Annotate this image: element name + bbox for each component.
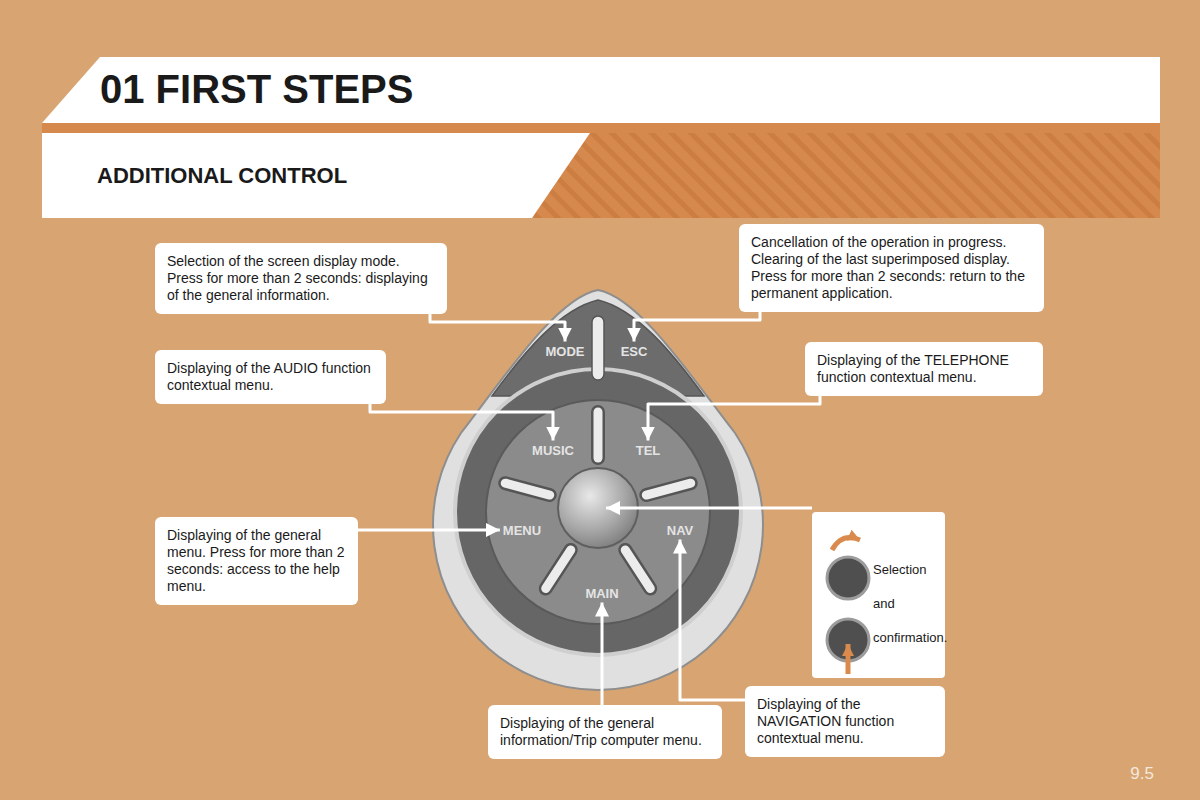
callout-box: Displaying of the general information/Tr… (488, 705, 722, 759)
node-text: TEL (636, 443, 661, 458)
connector-arrow (648, 396, 820, 441)
press-arrow (846, 644, 851, 674)
spoke (505, 483, 549, 495)
connector-arrow (601, 603, 604, 706)
spoke (594, 412, 603, 458)
node-text: Selection of the screen display mode. Pr… (167, 253, 437, 304)
node-text: ESC (621, 344, 648, 359)
controller (433, 290, 763, 690)
spoke-outline (505, 483, 549, 495)
node-text: Selection (873, 562, 941, 578)
node-text: Displaying of the general information/Tr… (500, 715, 712, 749)
button-label: NAV (664, 521, 696, 540)
connector-arrow (430, 314, 565, 342)
title-band (42, 57, 1160, 123)
page-number: 9.5 (1130, 764, 1154, 784)
callout-box: Displaying of the general menu. Press fo… (155, 517, 358, 605)
knob-icons (812, 512, 872, 678)
callout-box: Cancellation of the operation in progres… (739, 224, 1044, 312)
node-text: Displaying of the AUDIO function context… (167, 360, 376, 394)
stripe-band (42, 123, 1160, 218)
node-text: MODE (546, 344, 585, 359)
spoke-outline (591, 412, 605, 458)
spoke (646, 483, 690, 495)
button-label: ESC (618, 342, 651, 361)
connector-arrow (370, 404, 553, 441)
callout-box: Displaying of the AUDIO function context… (155, 350, 386, 404)
spoke-outline (625, 550, 650, 589)
node-text: ADDITIONAL CONTROL (97, 163, 590, 189)
turn-arrow (832, 538, 860, 550)
section-band: ADDITIONAL CONTROL (42, 133, 590, 218)
leader-line (606, 507, 812, 510)
knob-icon (827, 557, 869, 599)
connector-arrow (680, 540, 745, 701)
spoke (546, 550, 571, 589)
callout-box: Displaying of the NAVIGATION function co… (745, 686, 945, 757)
connector-arrow (358, 529, 500, 532)
title-text: 01 FIRST STEPS (100, 67, 413, 111)
connector-arrow (634, 312, 760, 342)
node-text: Displaying of the NAVIGATION function co… (757, 696, 935, 747)
spoke (625, 550, 650, 589)
button-label: MODE (543, 342, 588, 361)
node-text: confirmation. (873, 630, 941, 646)
node-text: Displaying of the general menu. Press fo… (167, 527, 348, 595)
node-text: NAV (667, 523, 693, 538)
node-text: Displaying of the TELEPHONE function con… (817, 352, 1033, 386)
selection-box: Selection and confirmation. (812, 512, 945, 678)
button-label: MUSIC (529, 441, 577, 460)
button-label: MENU (500, 521, 544, 540)
spoke-outline (646, 483, 690, 495)
node-text: Cancellation of the operation in progres… (751, 234, 1034, 302)
callout-box: Displaying of the TELEPHONE function con… (805, 342, 1043, 396)
page-number-text: 9.5 (1130, 764, 1154, 783)
callout-box: Selection of the screen display mode. Pr… (155, 243, 447, 314)
page-title: 01 FIRST STEPS (100, 66, 413, 112)
button-label: MAIN (582, 584, 621, 603)
button-label: TEL (633, 441, 664, 460)
node-text: MAIN (585, 586, 618, 601)
spoke-outline (546, 550, 571, 589)
stripe-top (42, 123, 1160, 133)
node-text: MENU (503, 523, 541, 538)
node-text: and (873, 596, 941, 612)
node-text: MUSIC (532, 443, 574, 458)
